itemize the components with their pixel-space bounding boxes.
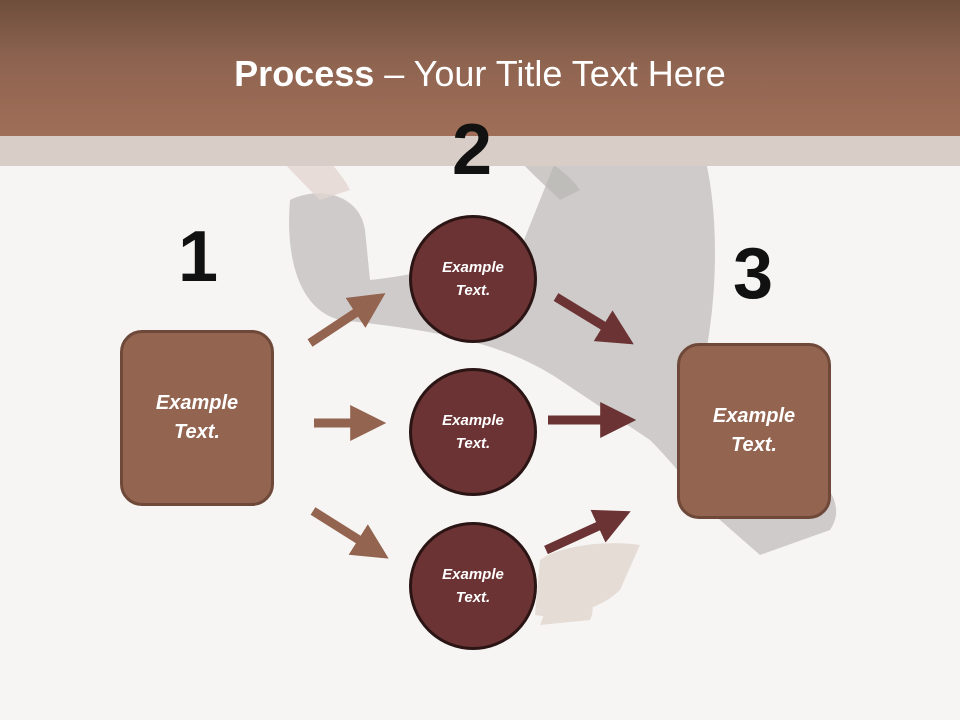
circle-top[interactable]: Example Text. xyxy=(409,215,537,343)
title-rest: – Your Title Text Here xyxy=(374,53,726,94)
right-box[interactable]: Example Text. xyxy=(677,343,831,519)
left-box-text: Example Text. xyxy=(155,392,239,443)
left-box[interactable]: Example Text. xyxy=(120,330,274,506)
title-bar-strip xyxy=(0,136,960,166)
circle-middle-text: Example Text. xyxy=(442,412,504,452)
arrow-bottom-to-right xyxy=(544,509,631,555)
circle-middle[interactable]: Example Text. xyxy=(409,368,537,496)
arrow-top-to-right xyxy=(553,293,634,345)
title-bold: Process xyxy=(234,53,375,94)
arrow-left-to-top xyxy=(307,293,386,347)
step-number-1: 1 xyxy=(177,217,219,297)
slide-title[interactable]: Process – Your Title Text Here xyxy=(0,52,960,96)
arrow-left-to-bottom xyxy=(310,507,389,559)
step-number-2: 2 xyxy=(451,110,493,190)
step-number-3: 3 xyxy=(732,234,774,314)
circle-bottom[interactable]: Example Text. xyxy=(409,522,537,650)
right-box-text: Example Text. xyxy=(712,405,796,456)
title-bar xyxy=(0,0,960,136)
circle-top-text: Example Text. xyxy=(442,259,504,299)
circle-bottom-text: Example Text. xyxy=(442,566,504,606)
